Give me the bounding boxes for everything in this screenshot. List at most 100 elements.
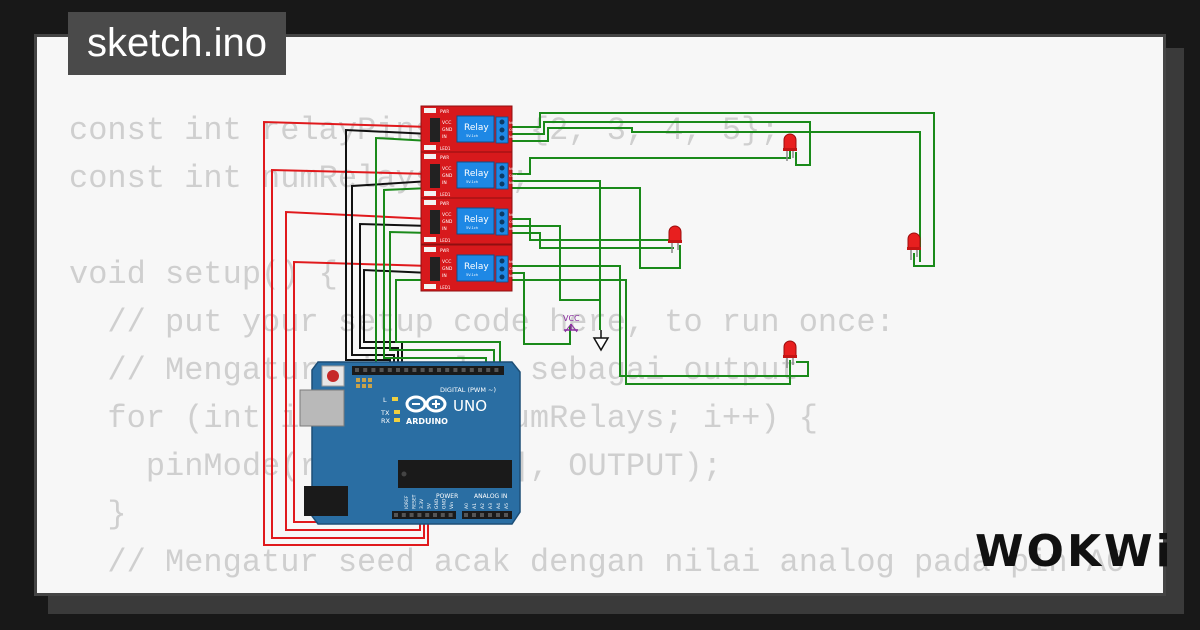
arduino-uno-board[interactable]: DIGITAL (PWM ~) L TX RX UNO ARDUINO IORE… bbox=[299, 361, 521, 525]
header-pin[interactable] bbox=[409, 513, 414, 517]
relay-pin-label: VCC bbox=[442, 120, 451, 126]
relay-pin-label: IN bbox=[442, 226, 447, 232]
header-pin[interactable] bbox=[453, 368, 458, 372]
icsp-pin bbox=[356, 378, 360, 382]
pwr-label: PWR bbox=[440, 201, 449, 206]
wire-green bbox=[389, 230, 495, 372]
header-pin[interactable] bbox=[420, 368, 425, 372]
relay-output-label: NO bbox=[509, 274, 515, 278]
relay-sub-label: 5V-1ch bbox=[466, 180, 478, 184]
wire-red bbox=[271, 168, 431, 539]
header-pin[interactable] bbox=[448, 513, 453, 517]
pwr-led bbox=[424, 108, 436, 113]
wire-green bbox=[512, 232, 674, 249]
led1-label: LED1 bbox=[440, 192, 451, 197]
wire-green bbox=[512, 150, 791, 175]
wire-green bbox=[512, 180, 601, 330]
analog-label: ANALOG IN bbox=[474, 493, 507, 500]
header-pin[interactable] bbox=[379, 368, 384, 372]
header-pin[interactable] bbox=[461, 368, 466, 372]
wire-green bbox=[512, 121, 811, 166]
header-pin[interactable] bbox=[488, 513, 492, 517]
power-pin-label: Vin bbox=[449, 502, 455, 509]
header-pin[interactable] bbox=[478, 368, 482, 372]
power-pin-label: 3.3V bbox=[419, 498, 425, 509]
led1-label: LED1 bbox=[440, 285, 451, 290]
relay-output-label: NC bbox=[509, 167, 515, 171]
header-pin[interactable] bbox=[387, 368, 392, 372]
pin-header bbox=[430, 164, 440, 188]
header-pin[interactable] bbox=[412, 368, 417, 372]
green-out-wires bbox=[512, 112, 935, 385]
wire-green bbox=[512, 127, 921, 262]
ground-symbol-icon[interactable] bbox=[592, 330, 610, 352]
pin-header bbox=[430, 257, 440, 281]
header-pin[interactable] bbox=[464, 513, 468, 517]
tx-label: TX bbox=[380, 409, 390, 417]
relay-pin-label: IN bbox=[442, 134, 447, 140]
header-pin[interactable] bbox=[425, 513, 430, 517]
relay-pin-label: VCC bbox=[442, 212, 451, 218]
black-wires bbox=[345, 128, 431, 372]
terminal-screw bbox=[499, 274, 505, 280]
pwr-led bbox=[424, 247, 436, 252]
relay-pin-label: VCC bbox=[442, 166, 451, 172]
usb-port bbox=[299, 389, 345, 427]
header-pin[interactable] bbox=[440, 513, 445, 517]
header-pin[interactable] bbox=[417, 513, 422, 517]
header-pin[interactable] bbox=[404, 368, 409, 372]
header-pin[interactable] bbox=[496, 513, 500, 517]
power-label: POWER bbox=[436, 493, 458, 500]
header-pin[interactable] bbox=[428, 368, 433, 372]
header-pin[interactable] bbox=[472, 513, 476, 517]
header-pin[interactable] bbox=[394, 513, 398, 517]
wire-green bbox=[512, 187, 681, 269]
header-pin[interactable] bbox=[469, 368, 474, 372]
led-icon[interactable] bbox=[907, 232, 921, 260]
header-pin[interactable] bbox=[363, 368, 368, 372]
header-pin[interactable] bbox=[480, 513, 484, 517]
header-pin[interactable] bbox=[494, 368, 499, 372]
terminal-screw bbox=[499, 266, 505, 272]
terminal-screw bbox=[499, 227, 505, 233]
status-led bbox=[424, 191, 436, 196]
status-led bbox=[424, 284, 436, 289]
header-pin[interactable] bbox=[396, 368, 400, 372]
reset-button-icon[interactable] bbox=[321, 365, 345, 387]
led-icon[interactable] bbox=[783, 133, 797, 161]
relay-sub-label: 5V-1ch bbox=[466, 226, 478, 230]
header-pin[interactable] bbox=[433, 513, 437, 517]
terminal-screw bbox=[499, 135, 505, 141]
relay-pin-label: GND bbox=[442, 173, 453, 179]
header-pin[interactable] bbox=[401, 513, 406, 517]
relay-output-label: NO bbox=[509, 227, 515, 231]
analog-pin-label: A5 bbox=[504, 503, 510, 509]
led-icon[interactable] bbox=[668, 225, 682, 253]
header-pin[interactable] bbox=[371, 368, 376, 372]
status-led bbox=[424, 237, 436, 242]
header-pin[interactable] bbox=[445, 368, 450, 372]
vcc-symbol-icon[interactable]: VCC bbox=[563, 314, 580, 333]
icsp-pin bbox=[356, 384, 360, 388]
header-pin[interactable] bbox=[504, 513, 508, 517]
relay-label: Relay bbox=[464, 123, 489, 133]
pwr-label: PWR bbox=[440, 109, 449, 114]
wire-green bbox=[512, 225, 600, 301]
wire-black bbox=[351, 180, 431, 372]
led-icon[interactable] bbox=[783, 340, 797, 368]
arduino-logo-icon bbox=[405, 395, 447, 413]
terminal-screw bbox=[499, 127, 505, 133]
pin-header bbox=[430, 210, 440, 234]
pwr-led bbox=[424, 154, 436, 159]
analog-pin-label: A1 bbox=[472, 503, 478, 509]
header-pin[interactable] bbox=[355, 368, 359, 372]
header-pin[interactable] bbox=[437, 368, 441, 372]
header-pin[interactable] bbox=[486, 368, 491, 372]
l-led-label: L bbox=[383, 396, 387, 404]
